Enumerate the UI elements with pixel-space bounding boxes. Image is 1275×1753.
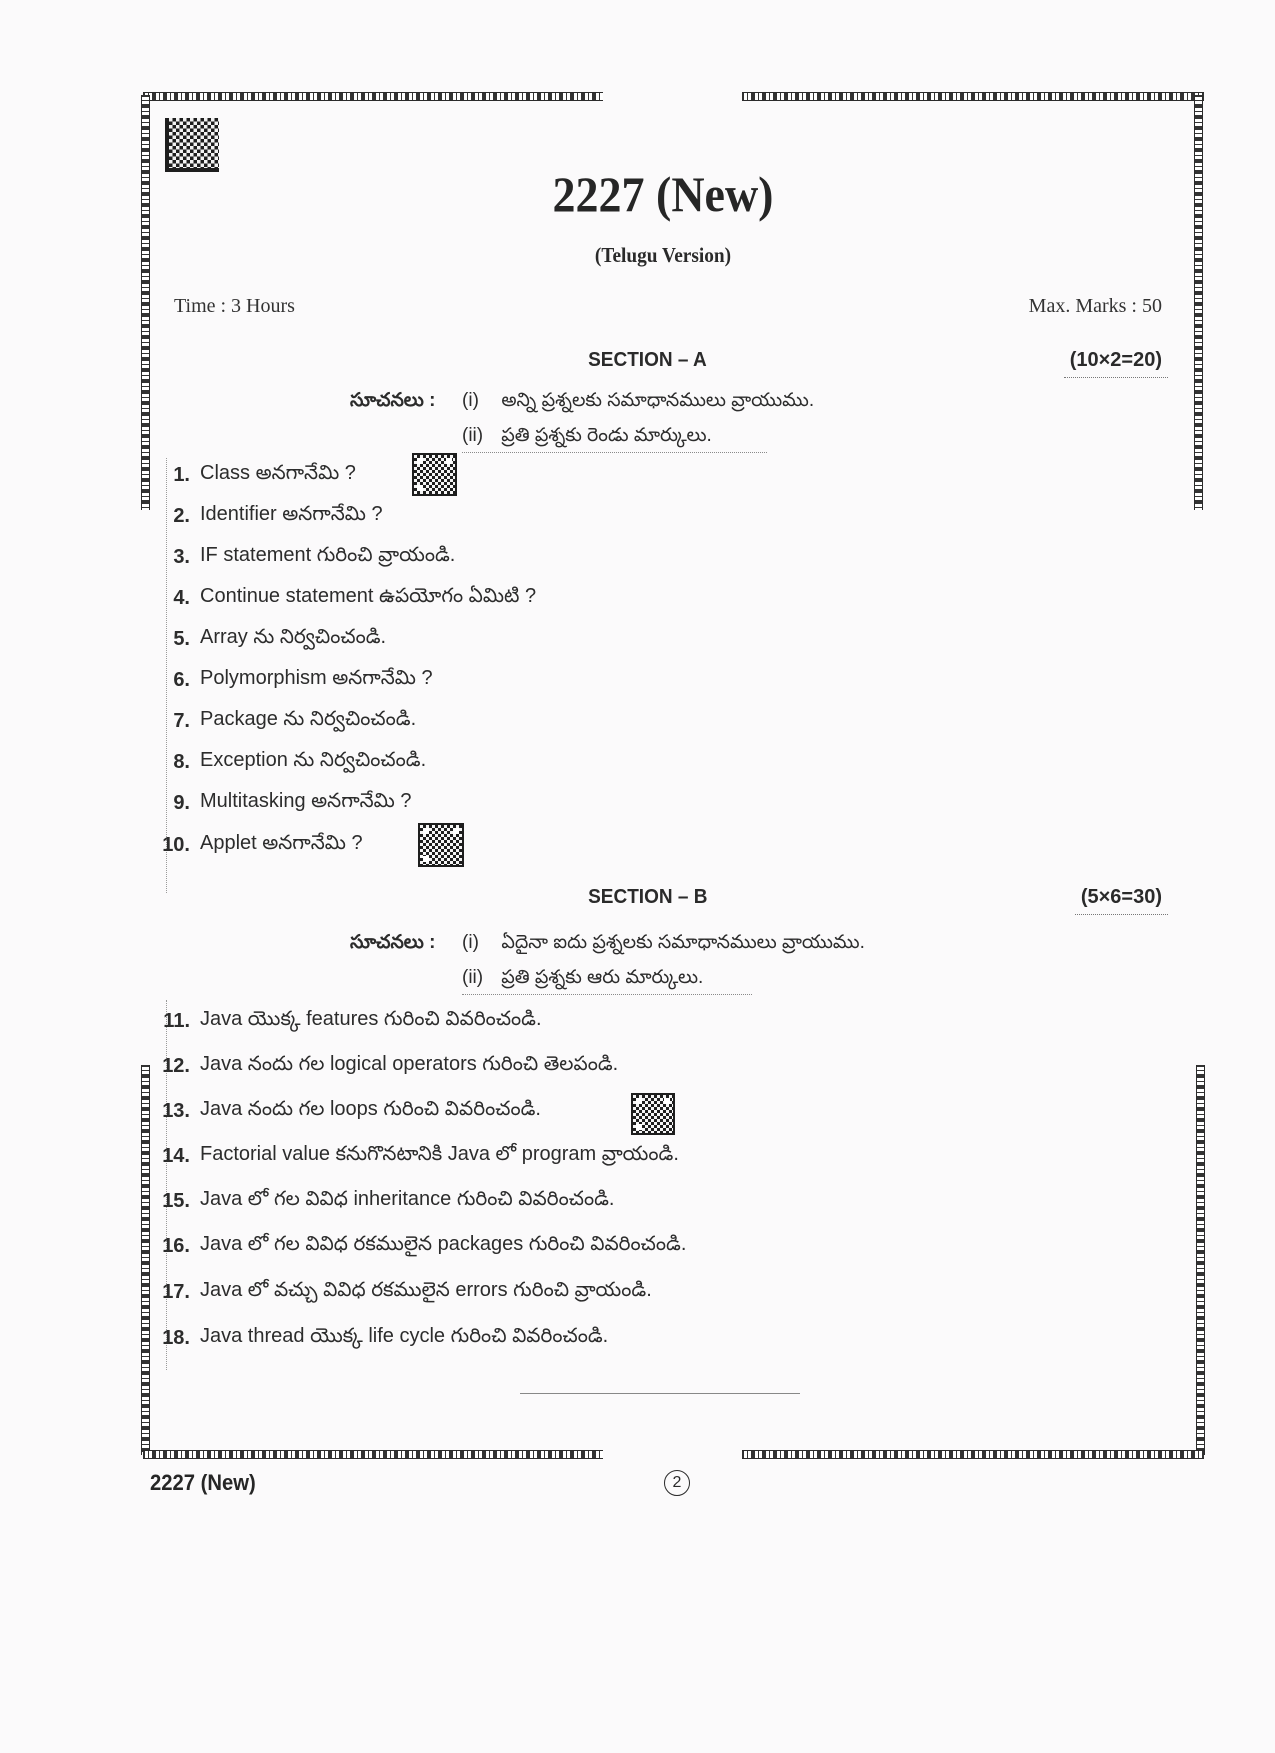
question-text: Array ను నిర్వచించండి. <box>200 626 387 648</box>
question-3: 3. IF statement గురించి వ్రాయండి. <box>152 544 455 571</box>
question-text: IF statement గురించి వ్రాయండి. <box>200 544 456 566</box>
time-label: Time : 3 Hours <box>174 295 295 317</box>
question-text: Package ను నిర్వచించండి. <box>200 708 417 730</box>
qr-code-icon <box>412 453 457 496</box>
question-text: Java లో గల వివిధ రకములైన packages గురించ… <box>200 1233 687 1255</box>
max-marks-label: Max. Marks : 50 <box>1028 295 1162 317</box>
section-a-margin-guide <box>166 458 167 893</box>
section-b-instruction-2: (ii) ప్రతి ప్రశ్నకు ఆరు మార్కులు. <box>462 967 703 993</box>
question-11: 11. Java యొక్క features గురించి వివరించం… <box>152 1008 542 1035</box>
question-15: 15. Java లో గల వివిధ inheritance గురించి… <box>152 1188 614 1215</box>
top-border-left <box>143 92 603 101</box>
instruction-text: ప్రతి ప్రశ్నకు ఆరు మార్కులు. <box>501 967 704 988</box>
section-a-instruction-2: (ii) ప్రతి ప్రశ్నకు రెండు మార్కులు. <box>462 425 712 451</box>
question-text: Factorial value కనుగొనటానికి Java లో pro… <box>200 1143 679 1165</box>
instructions-label: సూచనలు : <box>350 932 436 953</box>
instruction-number: (i) <box>462 932 479 953</box>
left-border-upper <box>141 95 150 510</box>
instructions-label: సూచనలు : <box>350 390 436 411</box>
question-text: Exception ను నిర్వచించండి. <box>200 749 427 771</box>
question-8: 8. Exception ను నిర్వచించండి. <box>152 749 426 776</box>
question-text: Continue statement ఉపయోగం ఏమిటి ? <box>200 585 537 607</box>
instruction-text: అన్ని ప్రశ్నలకు సమాధానములు వ్రాయుము. <box>501 390 815 411</box>
footer-paper-code: 2227 (New) <box>150 1470 256 1495</box>
question-13: 13. Java నందు గల loops గురించి వివరించండ… <box>152 1098 541 1125</box>
version-subtitle: (Telugu Version) <box>594 243 732 267</box>
question-18: 18. Java thread యొక్క life cycle గురించి… <box>152 1325 608 1352</box>
question-text: Multitasking అనగానేమి ? <box>200 790 412 812</box>
section-b-marks: (5×6=30) <box>1074 886 1169 915</box>
question-text: Polymorphism అనగానేమి ? <box>200 667 433 689</box>
bottom-border-right <box>742 1450 1204 1459</box>
section-b-margin-guide <box>166 1000 167 1370</box>
end-of-paper-divider <box>520 1393 800 1394</box>
question-text: Class అనగానేమి ? <box>200 462 356 484</box>
instruction-number: (i) <box>462 390 479 411</box>
question-text: Java thread యొక్క life cycle గురించి వివ… <box>200 1325 609 1347</box>
section-a-marks: (10×2=20) <box>1063 349 1169 378</box>
question-5: 5. Array ను నిర్వచించండి. <box>152 626 386 653</box>
question-9: 9. Multitasking అనగానేమి ? <box>152 790 412 817</box>
question-7: 7. Package ను నిర్వచించండి. <box>152 708 416 735</box>
section-b-title: SECTION – B <box>588 886 708 908</box>
question-10: 10. Applet అనగానేమి ? <box>152 832 363 859</box>
question-1: 1. Class అనగానేమి ? <box>152 462 356 489</box>
question-6: 6. Polymorphism అనగానేమి ? <box>152 667 433 694</box>
bottom-border-left <box>143 1450 603 1459</box>
question-16: 16. Java లో గల వివిధ రకములైన packages గు… <box>152 1233 686 1260</box>
question-2: 2. Identifier అనగానేమి ? <box>152 503 383 530</box>
qr-code-icon <box>418 823 464 867</box>
instructions-underline <box>462 994 752 995</box>
section-b-instructions: సూచనలు : (i) ఏదైనా ఐదు ప్రశ్నలకు సమాధానమ… <box>350 932 865 958</box>
instruction-number: (ii) <box>462 967 484 988</box>
section-a-instructions: సూచనలు : (i) అన్ని ప్రశ్నలకు సమాధానములు … <box>350 390 814 416</box>
right-border-upper <box>1194 95 1203 510</box>
qr-code-icon <box>631 1093 675 1135</box>
question-17: 17. Java లో వచ్చు వివిధ రకములైన errors గ… <box>152 1279 652 1306</box>
top-border-right <box>742 92 1204 101</box>
paper-code-title: 2227 (New) <box>552 166 774 222</box>
question-4: 4. Continue statement ఉపయోగం ఏమిటి ? <box>152 585 536 612</box>
page-number: 2 <box>664 1470 690 1496</box>
question-text: Applet అనగానేమి ? <box>200 832 363 854</box>
instruction-text: ప్రతి ప్రశ్నకు రెండు మార్కులు. <box>501 425 712 446</box>
section-a-title: SECTION – A <box>588 349 707 371</box>
question-text: Java నందు గల logical operators గురించి త… <box>200 1053 619 1075</box>
datamatrix-code-icon <box>165 118 219 172</box>
question-text: Java నందు గల loops గురించి వివరించండి. <box>200 1098 541 1120</box>
instruction-number: (ii) <box>462 425 484 446</box>
question-text: Java యొక్క features గురించి వివరించండి. <box>200 1008 542 1030</box>
question-12: 12. Java నందు గల logical operators గురిం… <box>152 1053 618 1080</box>
question-text: Java లో గల వివిధ inheritance గురించి వివ… <box>200 1188 615 1210</box>
right-border-lower <box>1196 1065 1205 1455</box>
instruction-text: ఏదైనా ఐదు ప్రశ్నలకు సమాధానములు వ్రాయుము. <box>501 932 865 953</box>
instructions-underline <box>462 452 767 453</box>
question-text: Identifier అనగానేమి ? <box>200 503 383 525</box>
left-border-lower <box>141 1065 150 1455</box>
question-text: Java లో వచ్చు వివిధ రకములైన errors గురిం… <box>200 1279 652 1301</box>
question-14: 14. Factorial value కనుగొనటానికి Java లో… <box>152 1143 679 1170</box>
